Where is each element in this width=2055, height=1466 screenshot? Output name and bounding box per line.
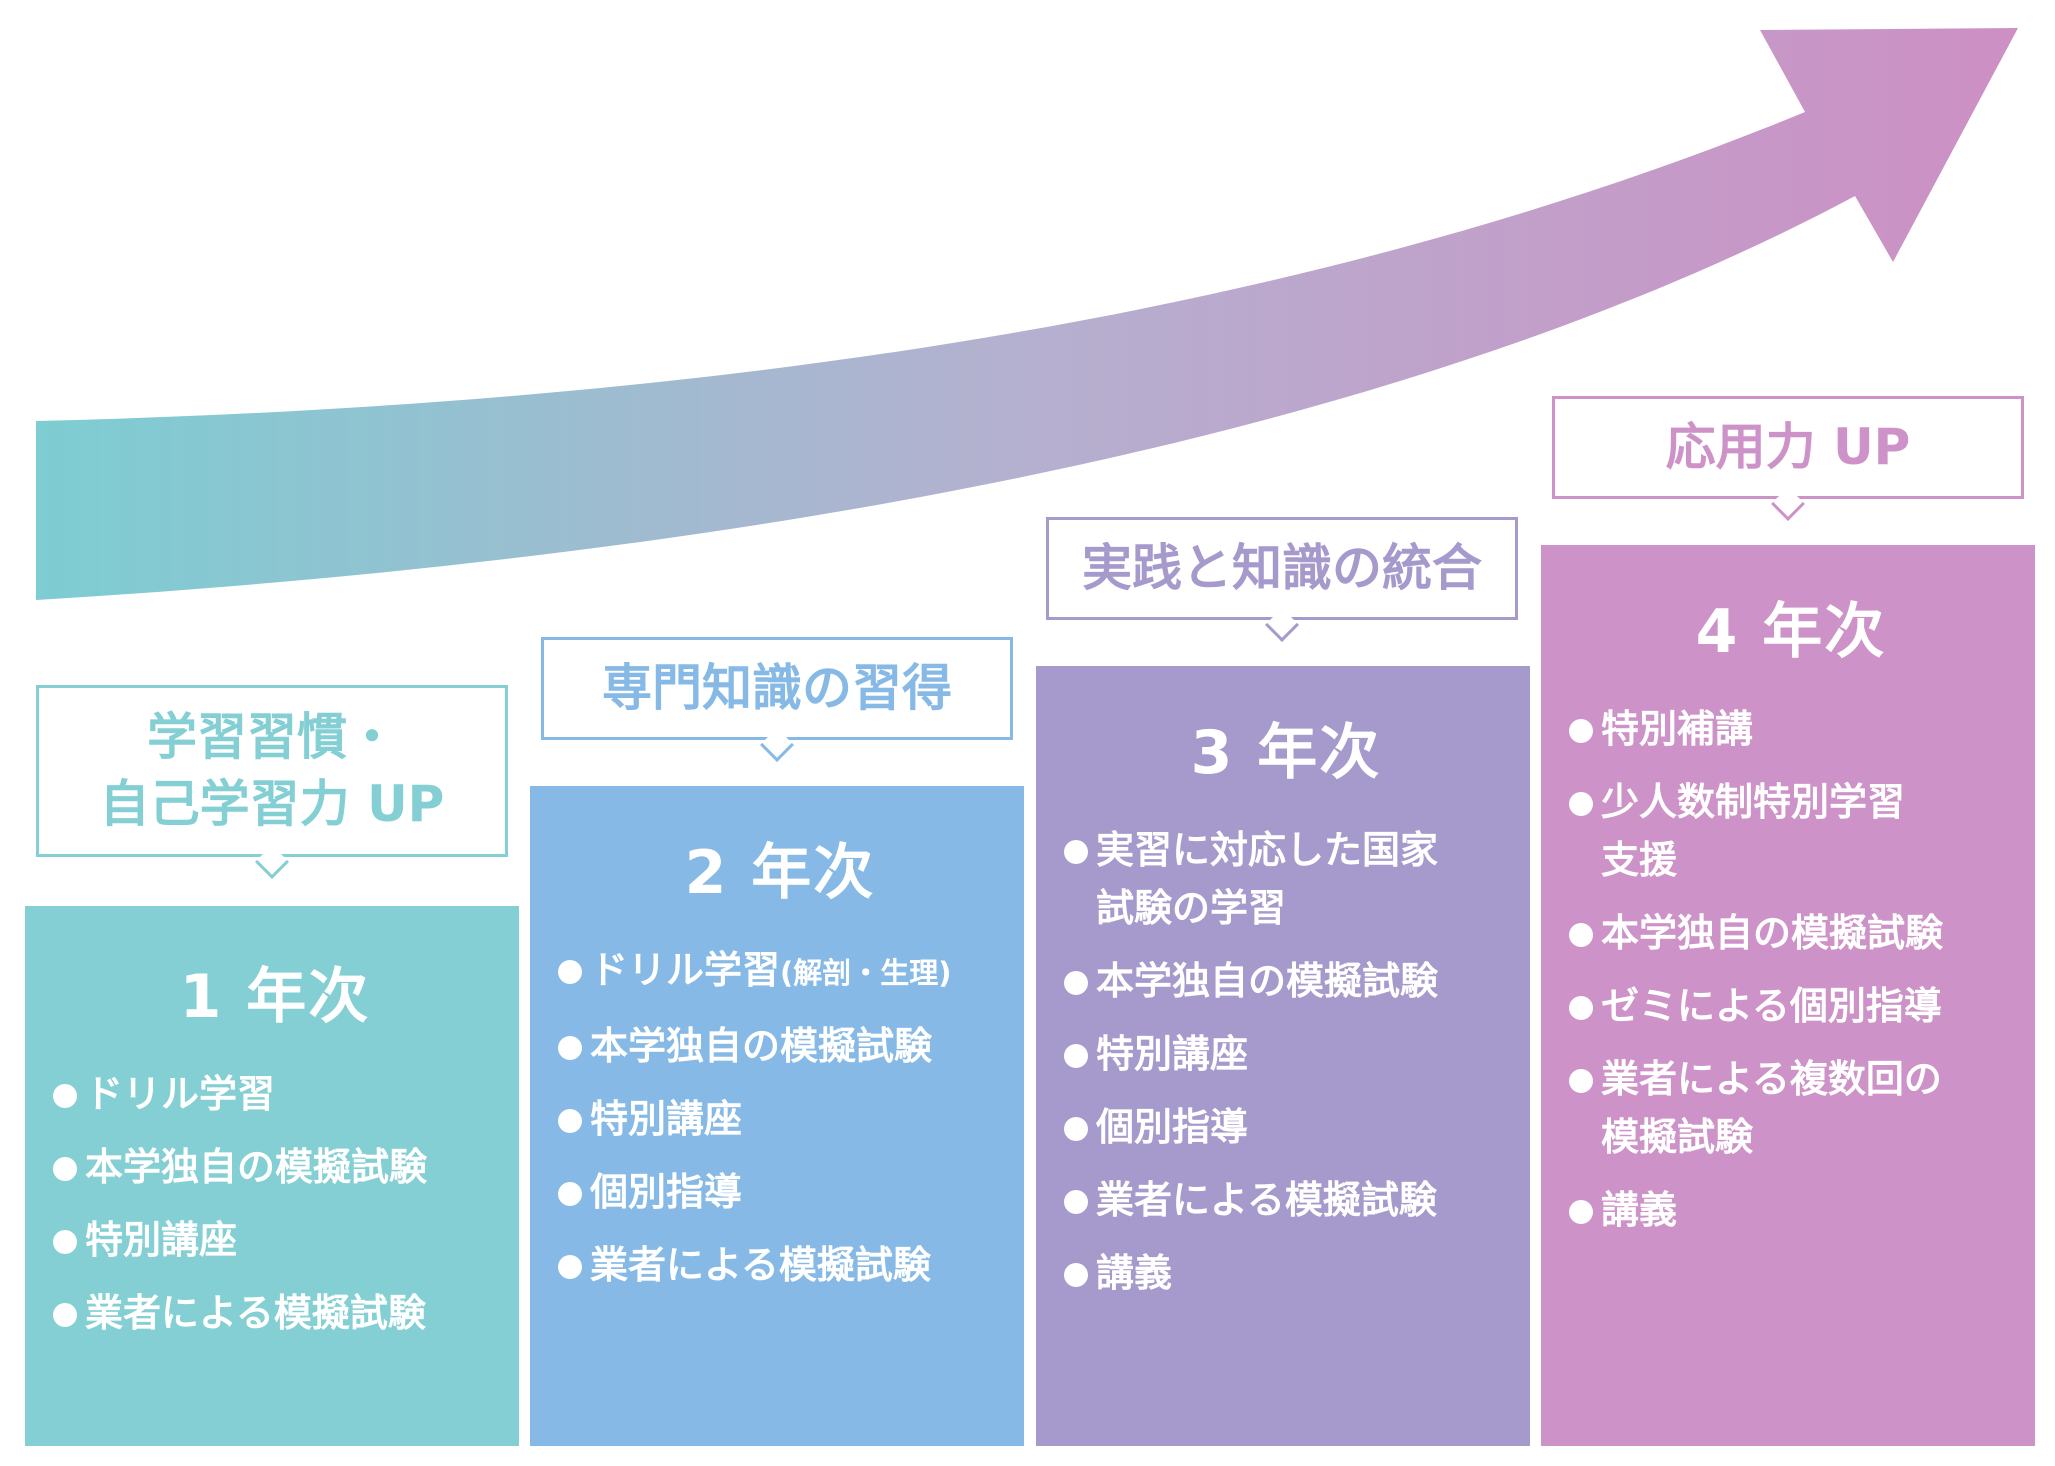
program-list-item: 個別指導 <box>1064 1098 1508 1156</box>
bullet-icon <box>1569 1200 1593 1224</box>
program-item-text: 業者による模擬試験 <box>590 1243 931 1287</box>
year-title: 2 年次 <box>684 838 876 908</box>
bullet-icon <box>558 1255 582 1279</box>
bullet-icon <box>558 1182 582 1206</box>
program-item-text: 個別指導 <box>1096 1105 1249 1149</box>
goal-callout-year-3: 実践と知識の統合 <box>1046 517 1518 642</box>
year-panel-1: 1 年次 ドリル学習本学独自の模擬試験特別講座業者による模擬試験 <box>25 906 519 1446</box>
growth-arrow-icon <box>36 28 2018 600</box>
program-item-text: 本学独自の模擬試験 <box>590 1024 933 1068</box>
goal-line: 実践と知識の統合 <box>1082 538 1482 597</box>
bullet-icon <box>1569 792 1593 816</box>
program-list-item: 業者による模擬試験 <box>558 1236 1002 1294</box>
program-list-item: 本学独自の模擬試験 <box>558 1017 1002 1075</box>
growth-arrow-body <box>36 28 2018 600</box>
program-list-item: 業者による模擬試験 <box>53 1284 497 1342</box>
program-list-item: 少人数制特別学習 支援 <box>1569 773 2013 889</box>
program-list-item: 特別講座 <box>558 1090 1002 1148</box>
program-item-text: 講義 <box>1601 1188 1678 1232</box>
program-item-text: 業者による模擬試験 <box>1096 1178 1437 1222</box>
bullet-icon <box>53 1084 77 1108</box>
program-list-item: 講義 <box>1569 1181 2013 1239</box>
callout-pointer <box>255 845 289 879</box>
program-list: 実習に対応した国家 試験の学習本学独自の模擬試験特別講座個別指導業者による模擬試… <box>1064 821 1508 1302</box>
program-item-text: 少人数制特別学習 支援 <box>1601 780 1906 882</box>
program-list-item: 本学独自の模擬試験 <box>1064 952 1508 1010</box>
bullet-icon <box>1064 1117 1088 1141</box>
program-list: ドリル学習(解剖・生理) 本学独自の模擬試験特別講座個別指導業者による模擬試験 <box>558 941 1002 1294</box>
program-list: ドリル学習本学独自の模擬試験特別講座業者による模擬試験 <box>53 1065 497 1342</box>
program-list-item: 本学独自の模擬試験 <box>1569 904 2013 962</box>
goal-line: 自己学習力 UP <box>99 775 445 833</box>
year-panel-4: 4 年次 特別補講少人数制特別学習 支援本学独自の模擬試験ゼミによる個別指導業者… <box>1541 545 2035 1446</box>
program-list-item: ゼミによる個別指導 <box>1569 977 2013 1035</box>
bullet-icon <box>1569 1069 1593 1093</box>
program-item-text: 本学独自の模擬試験 <box>1096 959 1439 1003</box>
program-item-text: 業者による模擬試験 <box>85 1291 426 1335</box>
program-list-item: 個別指導 <box>558 1163 1002 1221</box>
goal-callout-year-1: 学習習慣・ 自己学習力 UP <box>36 685 508 879</box>
bullet-icon <box>1064 1190 1088 1214</box>
program-item-text: 業者による複数回の 模擬試験 <box>1601 1057 1942 1159</box>
goal-callout-year-4: 応用力 UP <box>1552 396 2024 521</box>
program-item-text: ドリル学習 <box>590 948 781 992</box>
bullet-icon <box>1064 840 1088 864</box>
program-item-text: 本学独自の模擬試験 <box>85 1145 428 1189</box>
bullet-icon <box>1064 971 1088 995</box>
program-item-text: 講義 <box>1096 1251 1173 1295</box>
bullet-icon <box>1569 996 1593 1020</box>
goal-callout-year-2: 専門知識の習得 <box>541 637 1013 762</box>
program-list-item: ドリル学習 <box>53 1065 497 1123</box>
program-item-text: ドリル学習 <box>85 1072 276 1116</box>
bullet-icon <box>1064 1044 1088 1068</box>
program-list-item: ドリル学習(解剖・生理) <box>558 941 1002 1002</box>
callout-pointer <box>1265 608 1299 642</box>
bullet-icon <box>1569 719 1593 743</box>
year-panel-2: 2 年次 ドリル学習(解剖・生理) 本学独自の模擬試験特別講座個別指導業者による模… <box>530 786 1024 1446</box>
bullet-icon <box>53 1230 77 1254</box>
program-list-item: 特別講座 <box>1064 1025 1508 1083</box>
bullet-icon <box>53 1303 77 1327</box>
bullet-icon <box>1064 1263 1088 1287</box>
bullet-icon <box>53 1157 77 1181</box>
goal-line: 応用力 UP <box>1665 417 1911 476</box>
bullet-icon <box>558 1109 582 1133</box>
bullet-icon <box>558 1036 582 1060</box>
program-item-note: (解剖・生理) <box>780 956 952 990</box>
goal-line: 学習習慣・ <box>147 707 397 766</box>
program-item-text: 特別講座 <box>1096 1032 1249 1076</box>
program-item-text: ゼミによる個別指導 <box>1601 984 1942 1028</box>
program-list-item: 講義 <box>1064 1244 1508 1302</box>
program-list: 特別補講少人数制特別学習 支援本学独自の模擬試験ゼミによる個別指導業者による複数… <box>1569 700 2013 1239</box>
program-list-item: 業者による複数回の 模擬試験 <box>1569 1050 2013 1166</box>
program-item-text: 特別補講 <box>1601 707 1754 751</box>
year-title: 1 年次 <box>179 962 371 1032</box>
callout-pointer <box>760 728 794 762</box>
goal-line: 専門知識の習得 <box>602 658 952 717</box>
bullet-icon <box>558 960 582 984</box>
year-title: 4 年次 <box>1695 597 1887 667</box>
program-list-item: 本学独自の模擬試験 <box>53 1138 497 1196</box>
program-list-item: 特別補講 <box>1569 700 2013 758</box>
program-item-text: 特別講座 <box>590 1097 743 1141</box>
year-title: 3 年次 <box>1190 718 1382 788</box>
program-item-text: 実習に対応した国家 試験の学習 <box>1096 828 1439 930</box>
program-item-text: 特別講座 <box>85 1218 238 1262</box>
program-list-item: 実習に対応した国家 試験の学習 <box>1064 821 1508 937</box>
bullet-icon <box>1569 923 1593 947</box>
program-item-text: 本学独自の模擬試験 <box>1601 911 1944 955</box>
program-item-text: 個別指導 <box>590 1170 743 1214</box>
program-list-item: 特別講座 <box>53 1211 497 1269</box>
program-list-item: 業者による模擬試験 <box>1064 1171 1508 1229</box>
year-panel-3: 3 年次 実習に対応した国家 試験の学習本学独自の模擬試験特別講座個別指導業者に… <box>1036 666 1530 1446</box>
